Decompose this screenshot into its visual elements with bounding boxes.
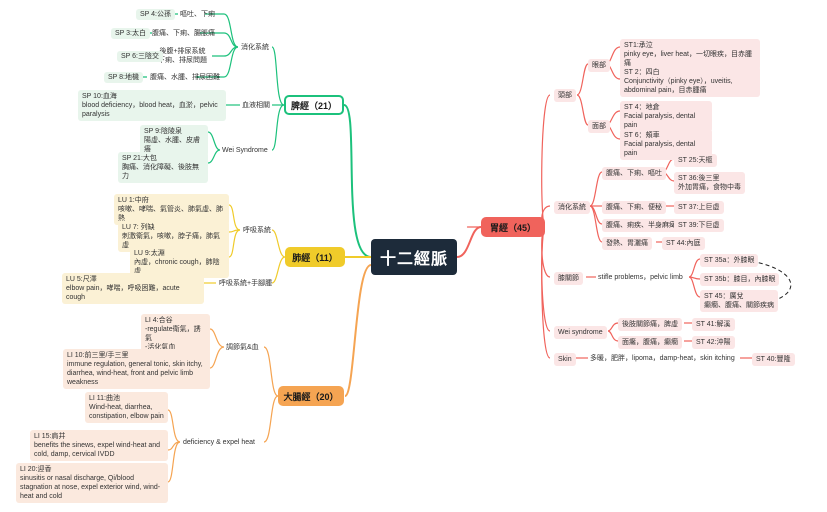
sp4-desc: 嘔吐、下痢 — [180, 11, 215, 18]
st42-node[interactable]: ST 42:沖陽 — [692, 336, 735, 349]
sp3-point[interactable]: SP 3:太白 — [111, 28, 150, 39]
li20-node[interactable]: LI 20:迎香 sinusitis or nasal discharge, Q… — [16, 463, 168, 503]
eye-branch[interactable]: 眼部 — [588, 59, 610, 72]
face-branch[interactable]: 面部 — [588, 120, 610, 133]
colon-branch-regulate[interactable]: 調節氣&血 — [226, 344, 259, 351]
root-node[interactable]: 十二經脈 — [371, 239, 457, 275]
li11-node[interactable]: LI 11:曲池 Wind-heat, diarrhea, constipati… — [85, 392, 168, 423]
spleen-hub[interactable]: 脾經（21） — [284, 95, 344, 115]
digest-sub-1[interactable]: 腹痛、下痢、嘔吐 — [602, 167, 666, 180]
st35a-node[interactable]: ST 35a：外膝眼 — [700, 254, 759, 267]
lung-branch-resp[interactable]: 呼吸系統 — [243, 227, 271, 234]
sp3-desc: 腹痛、下痢、腸脹痛 — [152, 30, 215, 37]
st44-node[interactable]: ST 44:內庭 — [662, 237, 705, 250]
sp9-node[interactable]: SP 9:陰陵泉 陽虛、水腫、皮膚癢 — [140, 125, 208, 156]
digest-sub-4[interactable]: 發熱、胃灑痛 — [602, 237, 652, 250]
digest-sub-2[interactable]: 腹痛、下痢、便秘 — [602, 201, 666, 214]
lung-branch-resp-swell[interactable]: 呼吸系統+手腳腫 — [219, 280, 273, 287]
lu5-node[interactable]: LU 5:尺澤 elbow pain，哮喘，呼吸困難，acute cough — [62, 273, 204, 304]
li15-node[interactable]: LI 15:肩井 benefits the sinews, expel wind… — [30, 430, 168, 461]
colon-branch-deficiency[interactable]: deficiency & expel heat — [183, 439, 255, 446]
wei-branch[interactable]: Wei syndrome — [554, 326, 607, 339]
lu1-node[interactable]: LU 1:中府 咳嗽、哮喘、氣管炎、肺氣虛、肺熱 — [114, 194, 229, 225]
spleen-branch-digest[interactable]: 消化系統 — [241, 44, 269, 51]
st36-node[interactable]: ST 36:後三里 外加胃痛，食物中毒 — [674, 172, 745, 194]
skin-sub[interactable]: 多暖，肥胖，lipoma，damp-heat，skin itching — [590, 355, 735, 362]
skin-branch[interactable]: Skin — [554, 353, 576, 366]
knee-branch[interactable]: 膝關節 — [554, 272, 583, 285]
st45-node[interactable]: ST 45：厲兌 癲癇、腹痛、關節疾病 — [700, 290, 778, 312]
sp8-desc: 腹痛、水腫、排尿困難 — [150, 74, 220, 81]
spleen-branch-wei[interactable]: Wei Syndrome — [222, 147, 268, 154]
sp6-point[interactable]: SP 6:三陰交 — [117, 51, 163, 62]
st41-node[interactable]: ST 41:解溪 — [692, 318, 735, 331]
li10-node[interactable]: LI 10:前三里/手三里 immune regulation, general… — [63, 349, 210, 389]
st40-node[interactable]: ST 40:豐隆 — [752, 353, 795, 366]
digest-branch[interactable]: 消化系統 — [554, 201, 590, 214]
lu9-node[interactable]: LU 9:太淵 內虛，chronic cough，肺陰虛 — [130, 247, 229, 278]
spleen-branch-blood[interactable]: 血液相關 — [242, 102, 270, 109]
lu7-node[interactable]: LU 7: 列缺 刺激衛氣，咳嗽，脖子痛，肺氣虛 — [118, 221, 229, 252]
sp6-desc: 後腹+排尿系統 下痢、排尿問題 — [158, 48, 207, 64]
st2-node[interactable]: ST 2：四白 Conjunctivity（pinky eye），uveitis… — [620, 66, 760, 97]
li4-node[interactable]: LI 4:合谷 -regulate衛氣，誘氣 -活化氣血 — [141, 314, 210, 354]
stomach-hub[interactable]: 胃經（45） — [481, 217, 545, 237]
digest-sub-3[interactable]: 腹痛、痢疾、半身麻痺 — [602, 219, 680, 232]
knee-sub[interactable]: stifle problems，pelvic limb — [598, 274, 683, 281]
colon-hub[interactable]: 大腸經（20） — [278, 386, 344, 406]
st37-node[interactable]: ST 37:上巨虛 — [674, 201, 724, 214]
wei-sub-1[interactable]: 後肢關節痛，脾虛 — [618, 318, 682, 331]
sp8-point[interactable]: SP 8:地機 — [104, 72, 143, 83]
sp21-node[interactable]: SP 21:大包 胸痛、消化障礙、後肢無力 — [118, 152, 208, 183]
st39-node[interactable]: ST 39:下巨虛 — [674, 219, 724, 232]
sp4-point[interactable]: SP 4:公孫 — [136, 9, 175, 20]
wei-sub-2[interactable]: 面癱，腹痛，癲癇 — [618, 336, 682, 349]
st4-node[interactable]: ST 4：地倉 Facial paralysis, dental pain — [620, 101, 712, 132]
st25-node[interactable]: ST 25:天樞 — [674, 154, 717, 167]
head-branch[interactable]: 頭部 — [554, 89, 576, 102]
st1-node[interactable]: ST1:承泣 pinky eye，liver heat，一切眼疾，目赤腫痛 — [620, 39, 760, 70]
lung-hub[interactable]: 肺經（11） — [285, 247, 345, 267]
st35b-node[interactable]: ST 35b：膝目，內膝眼 — [700, 273, 780, 286]
sp10-node[interactable]: SP 10:血海 blood deficiency，blood heat，血淤，… — [78, 90, 226, 121]
